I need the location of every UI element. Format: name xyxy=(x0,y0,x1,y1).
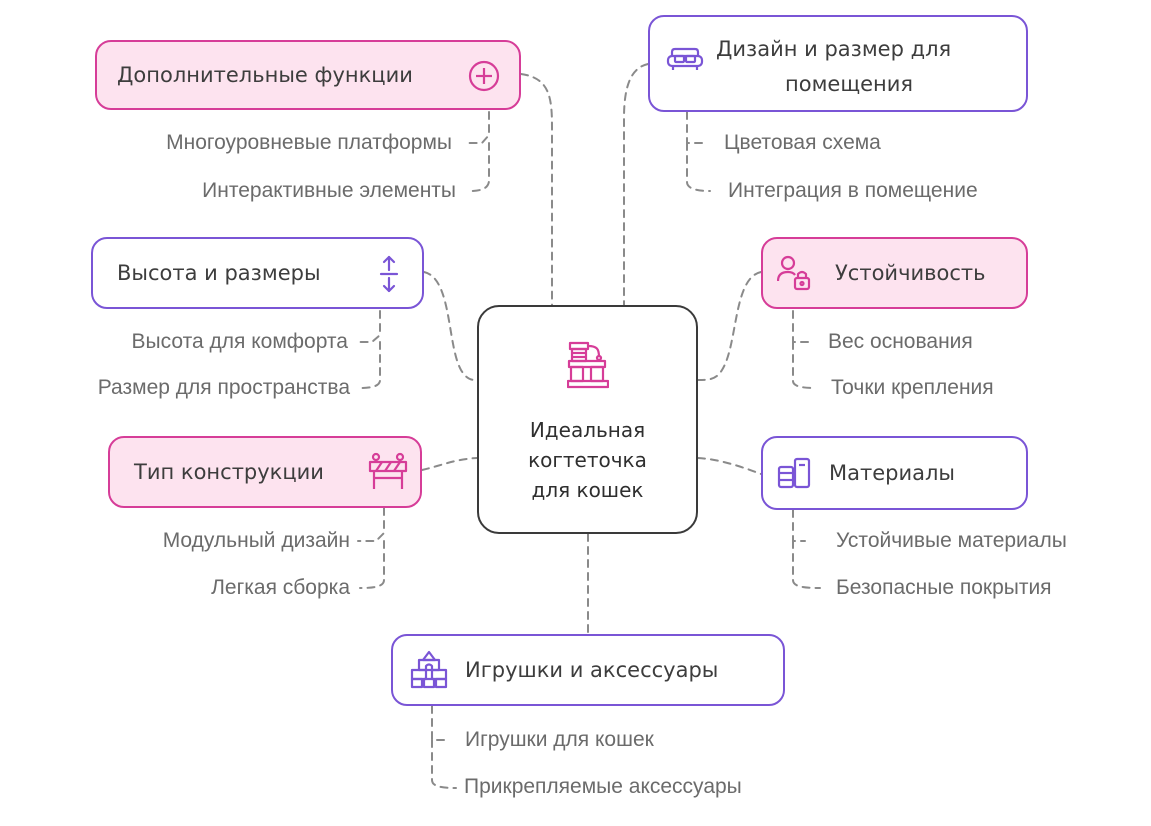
extra-functions-item-1: Многоуровневые платформы xyxy=(166,131,452,154)
connector-sub xyxy=(357,310,381,343)
user-lock-icon xyxy=(777,254,813,292)
extra-functions-item-2: Интерактивные элементы xyxy=(202,179,456,202)
height-size-item-2: Размер для пространства xyxy=(97,376,350,399)
node-construction-type-label: Тип конструкции xyxy=(134,460,324,484)
connector-sub xyxy=(357,507,385,542)
connector-sub xyxy=(469,142,490,192)
connector-sub xyxy=(466,111,490,144)
height-size-item-1: Высота для комфорта xyxy=(131,330,348,353)
sofa-icon xyxy=(666,46,704,72)
node-design[interactable]: Дизайн и размер для помещения xyxy=(648,15,1028,112)
node-design-label-line-2: помещения xyxy=(785,72,914,96)
toys-item-2: Прикрепляемые аксессуары xyxy=(464,775,742,798)
node-extra-functions-label: Дополнительные функции xyxy=(117,63,413,87)
node-height-size-label: Высота и размеры xyxy=(117,261,321,285)
connector-sub xyxy=(359,540,385,589)
node-extra-functions[interactable]: Дополнительные функции xyxy=(95,40,521,110)
materials-item-2: Безопасные покрытия xyxy=(836,576,1052,599)
materials-item-1: Устойчивые материалы xyxy=(836,529,1067,552)
connector-materials xyxy=(697,457,762,475)
node-stability[interactable]: Устойчивость xyxy=(761,237,1028,309)
connector-design xyxy=(623,63,649,306)
connector-sub xyxy=(686,111,704,144)
connector-sub xyxy=(792,509,806,542)
node-materials-label: Материалы xyxy=(829,461,955,485)
toy-blocks-icon xyxy=(409,650,449,690)
cat-tree-icon xyxy=(567,337,609,389)
node-materials[interactable]: Материалы xyxy=(761,436,1028,510)
connector-sub xyxy=(431,739,457,789)
construction-type-item-1: Модульный дизайн xyxy=(162,529,350,552)
connector-sub xyxy=(686,142,711,192)
connector-construction xyxy=(421,457,478,471)
node-toys[interactable]: Игрушки и аксессуары xyxy=(391,634,785,706)
design-item-1: Цветовая схема xyxy=(724,131,881,154)
connector-extra-functions xyxy=(520,73,553,306)
connector-sub xyxy=(792,310,809,343)
center-title-line-2: когтеточка xyxy=(528,448,647,472)
barrier-icon xyxy=(368,452,408,492)
node-stability-label: Устойчивость xyxy=(835,261,986,285)
center-title-line-1: Идеальная xyxy=(529,418,646,442)
stability-item-1: Вес основания xyxy=(828,330,973,353)
center-node[interactable]: Идеальная когтеточка для кошек xyxy=(477,305,698,534)
design-item-2: Интеграция в помещение xyxy=(728,179,978,202)
construction-type-item-2: Легкая сборка xyxy=(211,576,350,599)
center-title-line-3: для кошек xyxy=(531,478,644,502)
plus-circle-icon xyxy=(467,59,501,93)
connector-height xyxy=(423,271,478,381)
connector-sub xyxy=(792,540,821,589)
connector-sub xyxy=(359,341,381,389)
toys-item-1: Игрушки для кошек xyxy=(465,728,654,751)
connector-sub xyxy=(792,341,816,389)
connector-sub xyxy=(431,705,449,741)
node-toys-label: Игрушки и аксессуары xyxy=(465,658,719,682)
stability-item-2: Точки крепления xyxy=(831,376,994,399)
connector-stability xyxy=(697,271,762,381)
vertical-arrows-icon xyxy=(379,254,399,294)
node-height-size[interactable]: Высота и размеры xyxy=(91,237,424,309)
node-design-label-line-1: Дизайн и размер для xyxy=(716,37,952,61)
materials-stack-icon xyxy=(777,455,813,491)
node-construction-type[interactable]: Тип конструкции xyxy=(108,436,422,508)
